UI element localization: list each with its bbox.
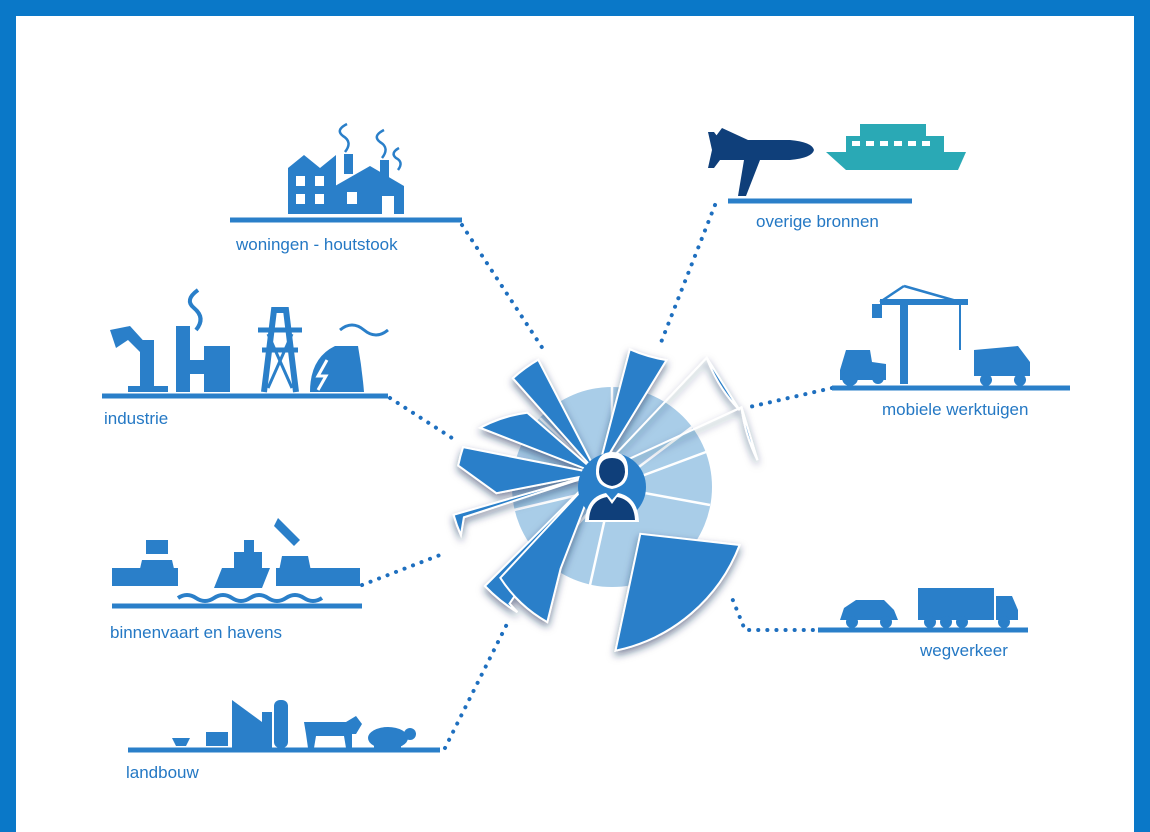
farm-animals-icon xyxy=(172,700,416,750)
industry-icon xyxy=(110,288,389,393)
label-mobile-machinery: mobiele werktuigen xyxy=(882,400,1028,419)
ship-port-icon xyxy=(112,518,360,603)
connector-mobile-machinery xyxy=(743,386,834,410)
connector-road-traffic xyxy=(730,596,824,632)
sector-other: overige bronnen xyxy=(708,124,966,231)
label-residential: woningen - houtstook xyxy=(235,235,398,254)
frame-border-right xyxy=(1134,0,1150,832)
pie-wedge-2 xyxy=(477,411,598,475)
sector-residential: woningen - houtstook xyxy=(230,122,462,254)
central-pie xyxy=(452,347,759,652)
person-icon xyxy=(585,452,639,522)
pie-wedge-6 xyxy=(499,472,599,624)
cruise-ship-icon xyxy=(826,124,966,170)
label-agriculture: landbouw xyxy=(126,763,200,782)
pie-wedge-7 xyxy=(596,347,669,475)
airplane-icon xyxy=(708,128,814,196)
pie-wedge-9 xyxy=(596,405,759,475)
frame-border-left xyxy=(0,0,16,832)
label-other: overige bronnen xyxy=(756,212,879,231)
frame-border-top xyxy=(0,0,1150,16)
connector-shipping xyxy=(360,553,442,587)
sector-shipping: binnenvaart en havens xyxy=(110,518,362,642)
label-shipping: binnenvaart en havens xyxy=(110,623,282,642)
houses-chimney-icon xyxy=(288,122,404,214)
connector-other xyxy=(658,203,717,347)
sector-mobile-machinery: mobiele werktuigen xyxy=(832,284,1070,419)
pie-wedge-3 xyxy=(457,446,598,495)
label-road-traffic: wegverkeer xyxy=(919,641,1008,660)
pie-wedge-8 xyxy=(596,355,741,475)
construction-machinery-icon xyxy=(840,284,1030,386)
sector-agriculture: landbouw xyxy=(126,700,440,782)
sector-road-traffic: wegverkeer xyxy=(818,588,1028,660)
pie-wedge-1 xyxy=(511,358,599,475)
connector-residential xyxy=(460,223,547,354)
car-truck-icon xyxy=(840,588,1018,628)
pie-wedge-4 xyxy=(452,472,598,539)
connector-agriculture xyxy=(443,616,512,750)
sector-industry: industrie xyxy=(102,288,389,428)
label-industry: industrie xyxy=(104,409,168,428)
connector-lines xyxy=(360,203,834,750)
pie-wedge-road-traffic xyxy=(614,532,741,652)
connector-industry xyxy=(388,396,454,440)
